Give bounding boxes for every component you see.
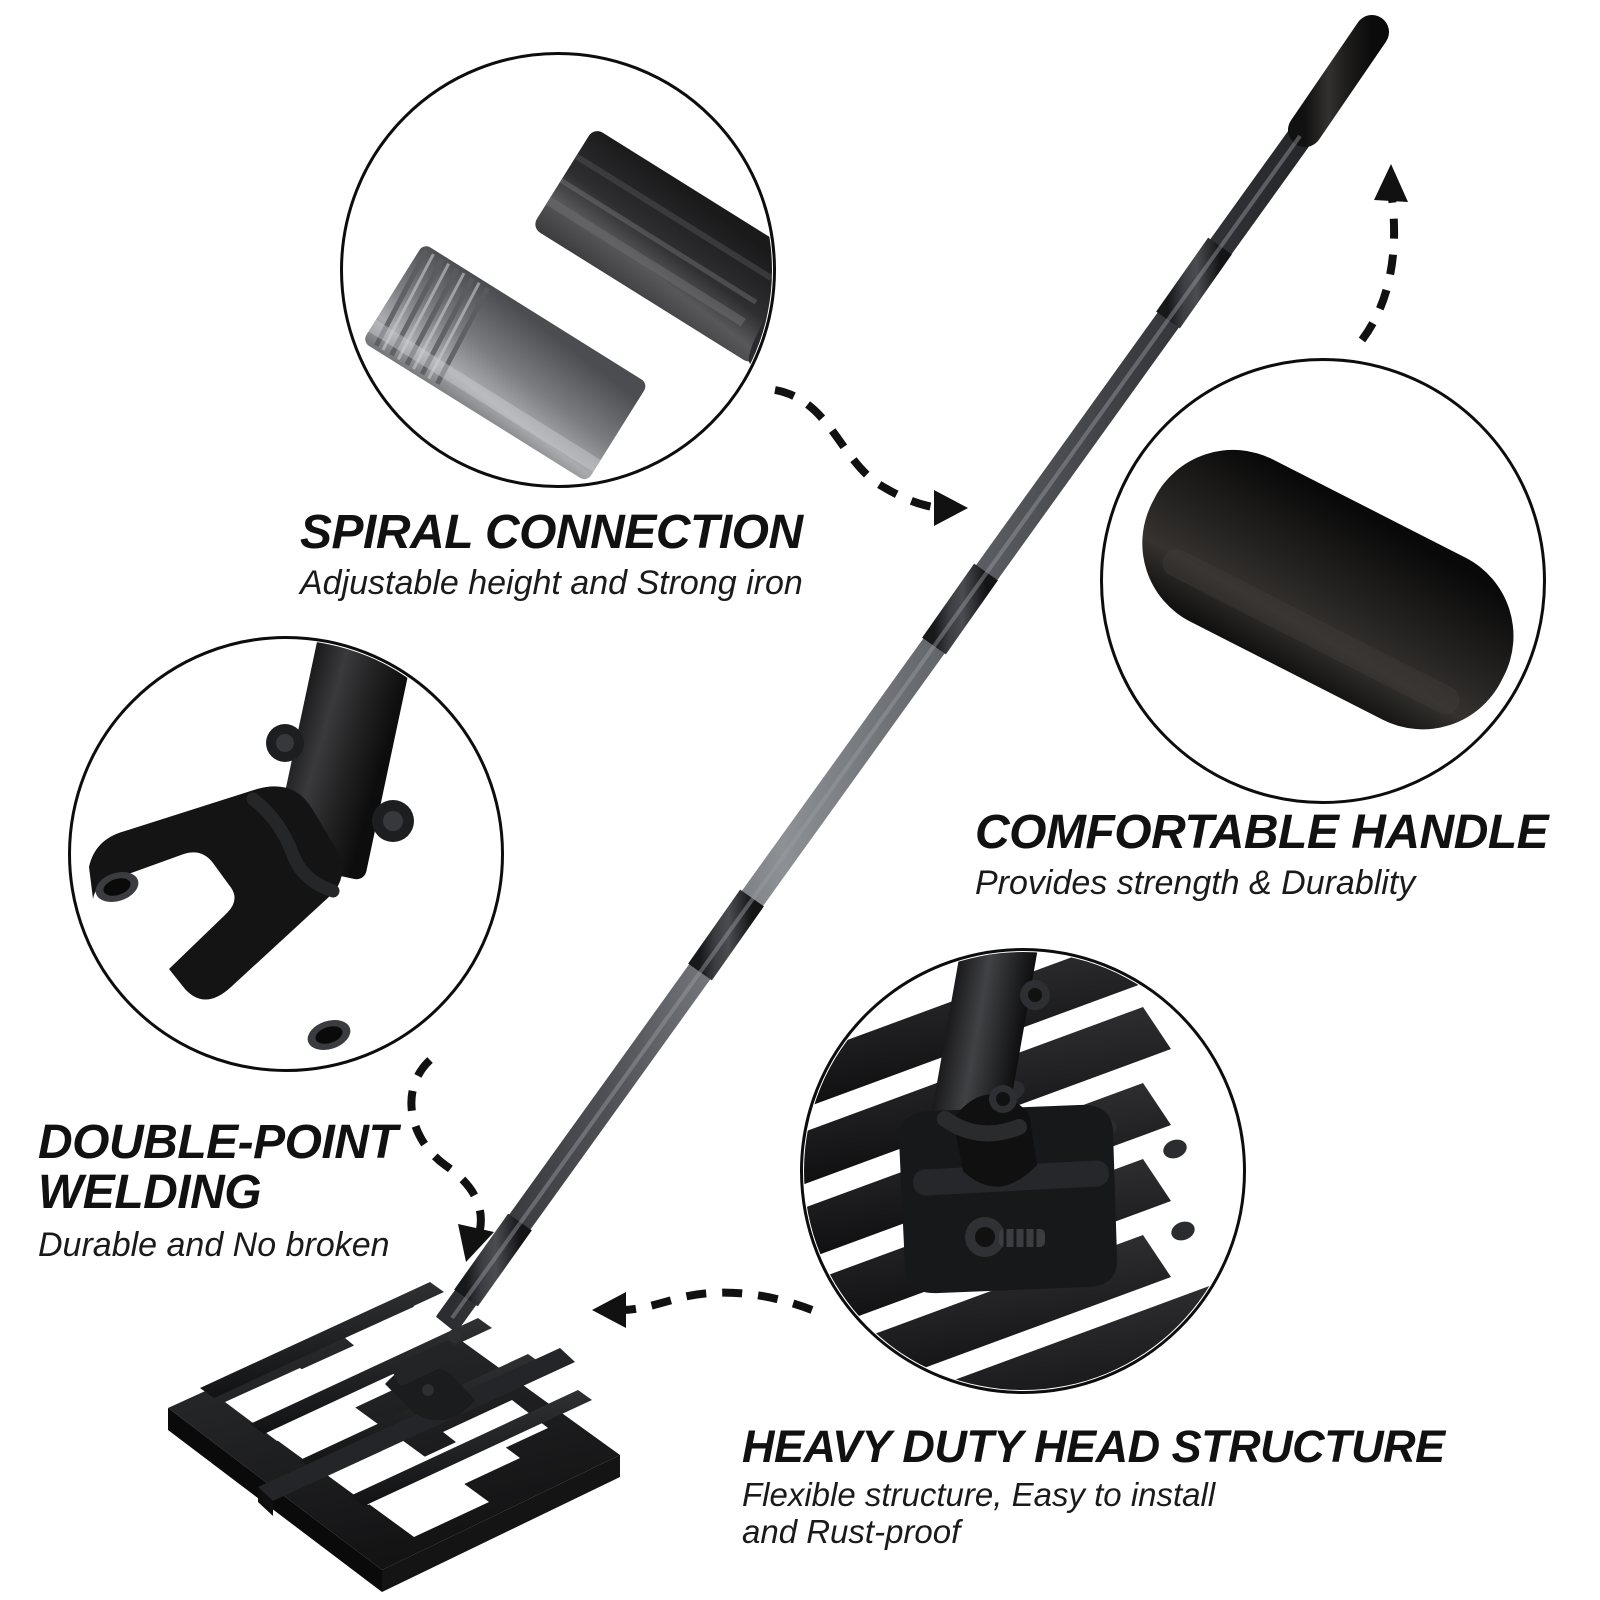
bracket-bolts <box>266 724 414 842</box>
arrow-handle-to-grip <box>1358 164 1408 343</box>
rake-head <box>168 1282 620 1592</box>
callout-circle-heavy-duty-head <box>800 948 1246 1394</box>
foam-grip <box>1288 15 1389 147</box>
feature-title-comfortable-handle: COMFORTABLE HANDLE <box>975 806 1549 859</box>
head-mount-bracket <box>385 1329 475 1421</box>
feature-double-point-welding: DOUBLE-POINT WELDING Durable and No brok… <box>38 1118 518 1264</box>
feature-title-heavy-duty-head-structure: HEAVY DUTY HEAD STRUCTURE <box>742 1421 1445 1472</box>
pole-threaded-joint-closeup <box>344 56 772 484</box>
feature-subtitle-heavy-duty-head-structure: Flexible structure, Easy to install and … <box>742 1475 1216 1550</box>
feature-title-double-point-welding: DOUBLE-POINT WELDING <box>38 1116 398 1219</box>
foam-grip-closeup <box>1104 362 1542 800</box>
feature-heavy-duty-head-structure: HEAVY DUTY HEAD STRUCTURE Flexible struc… <box>742 1421 1582 1551</box>
head-bolt <box>965 1217 1045 1257</box>
arrow-head-structure-to-head <box>592 1288 814 1328</box>
feature-spiral-connection: SPIRAL CONNECTION Adjustable height and … <box>300 508 860 602</box>
feature-comfortable-handle: COMFORTABLE HANDLE Provides strength & D… <box>975 808 1595 902</box>
rake-head-bracket-closeup <box>804 952 1242 1390</box>
feature-title-spiral-connection: SPIRAL CONNECTION <box>300 506 803 559</box>
arrow-spiral-to-pole <box>774 386 968 526</box>
callout-circle-spiral-connection <box>340 52 776 488</box>
feature-subtitle-comfortable-handle: Provides strength & Durablity <box>975 863 1416 902</box>
feature-subtitle-double-point-welding: Durable and No broken <box>38 1225 390 1264</box>
feature-subtitle-spiral-connection: Adjustable height and Strong iron <box>300 563 803 602</box>
callout-circle-double-point-welding <box>68 636 504 1072</box>
welded-bracket-closeup <box>72 640 500 1068</box>
u-bracket <box>89 786 351 1050</box>
callout-circle-comfortable-handle <box>1100 358 1546 804</box>
